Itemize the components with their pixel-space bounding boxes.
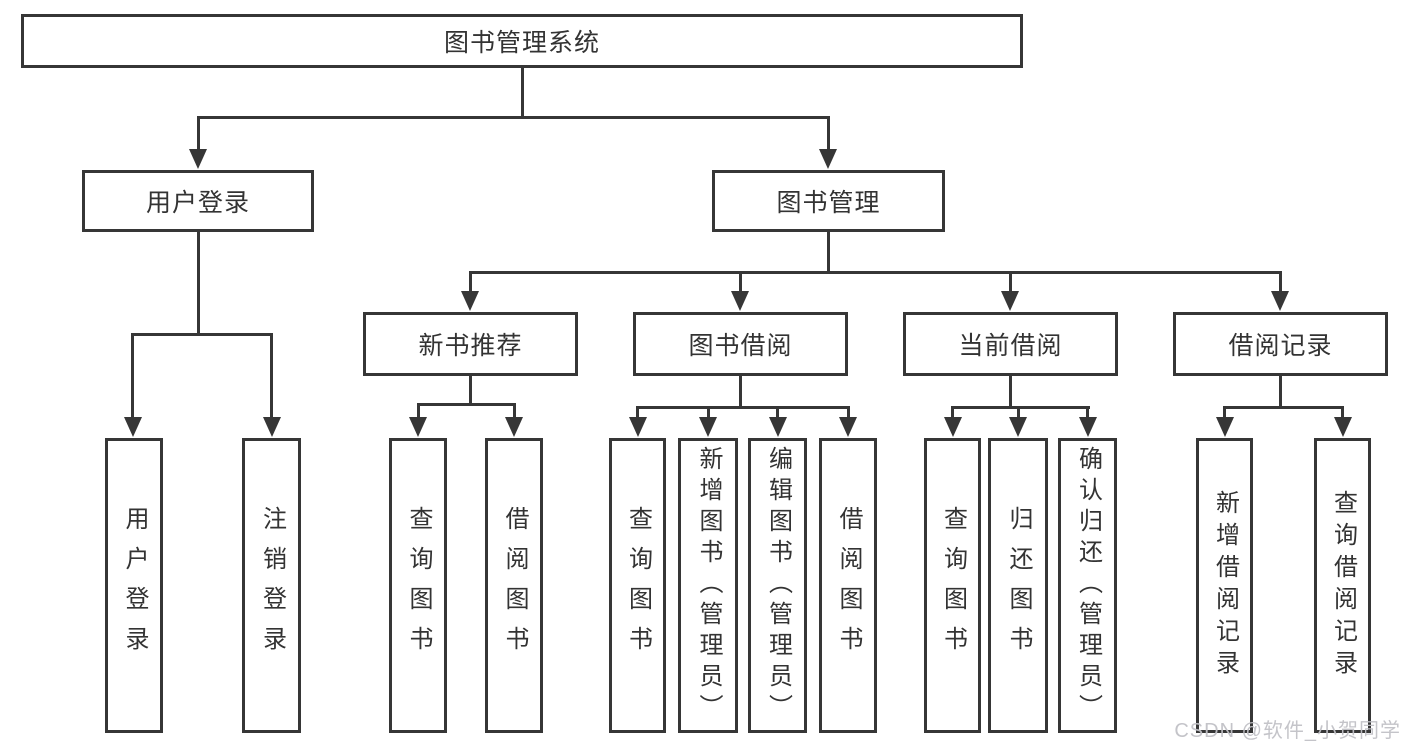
connector-to-leaf-bb-borrow: [846, 406, 850, 419]
connector-to-book-management: [826, 116, 830, 153]
connector-root-bar: [196, 116, 830, 119]
node-new-book-recommend-label: 新书推荐: [418, 332, 523, 360]
arrowhead-to-user-login: [189, 149, 207, 169]
node-user-login-label: 用户登录: [145, 189, 250, 217]
connector-to-book-borrow: [738, 271, 742, 295]
connector-borrow-record-stem: [1278, 374, 1282, 408]
arrowhead-to-leaf-rec-borrow: [505, 417, 523, 437]
connector-book-borrow-bar: [636, 406, 850, 409]
leaf-rec-borrow-book-label: 借阅图书: [501, 505, 528, 666]
connector-borrow-record-bar: [1223, 406, 1344, 409]
arrowhead-to-leaf-cb-return: [1009, 417, 1027, 437]
leaf-bb-edit-book: 编辑图书（管理员）: [748, 438, 807, 733]
leaf-bb-add-book-label: 新增图书（管理员）: [695, 446, 722, 725]
leaf-user-login: 用户登录: [105, 438, 163, 733]
connector-to-leaf-rec-query: [416, 403, 420, 419]
connector-book-borrow-stem: [738, 374, 742, 408]
arrowhead-to-leaf-bb-borrow: [839, 417, 857, 437]
leaf-bb-borrow-book: 借阅图书: [819, 438, 877, 733]
connector-to-user-login: [196, 116, 200, 153]
leaf-rec-query-book-label: 查询图书: [405, 505, 432, 666]
arrowhead-to-leaf-cb-confirm: [1078, 417, 1097, 437]
leaf-bb-query-book: 查询图书: [609, 438, 666, 733]
leaf-logout: 注销登录: [242, 438, 301, 733]
connector-to-leaf-cb-return: [1016, 406, 1020, 419]
arrowhead-to-leaf-user-login: [123, 417, 142, 437]
leaf-cb-return-book: 归还图书: [988, 438, 1048, 733]
node-root: 图书管理系统: [21, 14, 1023, 68]
connector-new-book-recommend-stem: [468, 374, 472, 405]
arrowhead-to-leaf-cb-query: [943, 417, 962, 437]
node-book-management-label: 图书管理: [776, 189, 881, 217]
leaf-cb-query-book-label: 查询图书: [939, 505, 967, 666]
arrowhead-to-leaf-rec-query: [409, 417, 427, 437]
leaf-logout-label: 注销登录: [258, 505, 286, 666]
connector-user-login-bar: [131, 333, 273, 336]
leaf-br-add-record-label: 新增借阅记录: [1211, 489, 1239, 682]
arrowhead-to-leaf-bb-edit: [768, 417, 787, 437]
leaf-user-login-label: 用户登录: [121, 505, 148, 666]
node-borrow-record-label: 借阅记录: [1228, 332, 1333, 360]
arrowhead-to-leaf-logout: [262, 417, 281, 437]
node-root-label: 图书管理系统: [443, 29, 600, 57]
arrowhead-to-book-borrow: [731, 291, 749, 311]
connector-to-leaf-bb-query: [636, 406, 639, 419]
connector-to-current-borrow: [1008, 271, 1012, 295]
connector-user-login-stem: [196, 230, 200, 336]
node-book-borrow: 图书借阅: [633, 312, 848, 376]
leaf-bb-edit-book-label: 编辑图书（管理员）: [764, 446, 792, 725]
leaf-br-query-record: 查询借阅记录: [1314, 438, 1371, 733]
leaf-cb-confirm-return: 确认归还（管理员）: [1058, 438, 1117, 733]
connector-to-leaf-logout: [270, 333, 273, 419]
connector-to-leaf-cb-confirm: [1086, 406, 1089, 419]
node-current-borrow: 当前借阅: [903, 312, 1118, 376]
node-user-login: 用户登录: [82, 170, 314, 232]
leaf-rec-query-book: 查询图书: [389, 438, 447, 733]
connector-to-leaf-br-query: [1341, 406, 1344, 419]
connector-to-leaf-bb-edit: [776, 406, 779, 419]
connector-to-borrow-record: [1278, 271, 1282, 295]
node-book-borrow-label: 图书借阅: [688, 332, 793, 360]
connector-to-leaf-br-add: [1223, 406, 1226, 419]
arrowhead-to-current-borrow: [1001, 291, 1019, 311]
connector-to-leaf-user-login: [131, 333, 134, 419]
connector-to-leaf-cb-query: [951, 406, 954, 419]
connector-new-book-recommend-bar: [416, 403, 516, 406]
arrowhead-to-borrow-record: [1271, 291, 1289, 311]
leaf-br-add-record: 新增借阅记录: [1196, 438, 1253, 733]
leaf-br-query-record-label: 查询借阅记录: [1329, 489, 1357, 682]
node-book-management: 图书管理: [712, 170, 945, 232]
connector-current-borrow-bar: [951, 406, 1090, 409]
connector-to-leaf-bb-add: [706, 406, 710, 419]
csdn-watermark: CSDN @软件_小贺同学: [1174, 720, 1401, 742]
leaf-bb-add-book: 新增图书（管理员）: [678, 438, 738, 733]
connector-to-new-book-recommend: [468, 271, 472, 295]
connector-current-borrow-stem: [1008, 374, 1012, 408]
leaf-rec-borrow-book: 借阅图书: [485, 438, 543, 733]
arrowhead-to-leaf-bb-add: [699, 417, 717, 437]
node-current-borrow-label: 当前借阅: [958, 332, 1063, 360]
connector-book-management-stem: [826, 230, 830, 273]
connector-book-management-bar: [468, 271, 1282, 274]
node-borrow-record: 借阅记录: [1173, 312, 1388, 376]
leaf-cb-return-book-label: 归还图书: [1005, 505, 1032, 666]
arrowhead-to-leaf-br-add: [1215, 417, 1234, 437]
arrowhead-to-leaf-bb-query: [628, 417, 647, 437]
node-new-book-recommend: 新书推荐: [363, 312, 578, 376]
arrowhead-to-leaf-br-query: [1333, 417, 1352, 437]
leaf-cb-query-book: 查询图书: [924, 438, 981, 733]
leaf-bb-query-book-label: 查询图书: [624, 505, 652, 666]
arrowhead-to-new-book-recommend: [461, 291, 479, 311]
leaf-cb-confirm-return-label: 确认归还（管理员）: [1074, 446, 1102, 725]
leaf-bb-borrow-book-label: 借阅图书: [835, 505, 862, 666]
connector-root-stem: [520, 67, 524, 118]
arrowhead-to-book-management: [819, 149, 837, 169]
connector-to-leaf-rec-borrow: [512, 403, 516, 419]
